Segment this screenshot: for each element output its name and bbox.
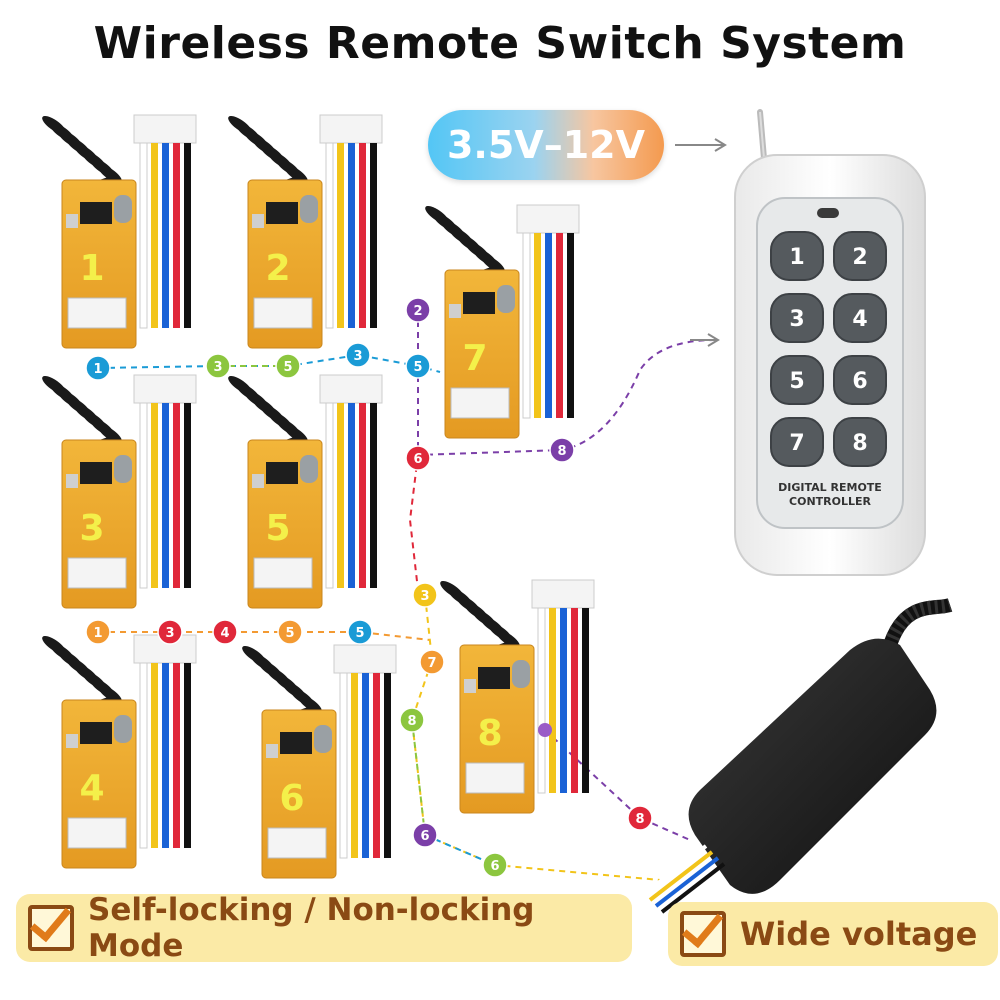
remote-key-7: 7 [770,417,824,467]
path-badge: 5 [405,353,431,379]
remote-caption-line1: DIGITAL REMOTE [778,481,882,494]
receiver-module: 5 [228,374,383,609]
remote-keypad: 1 2 3 4 5 6 7 8 [770,231,887,467]
remote-key-label: 7 [789,431,804,456]
remote-controller: 1 2 3 4 5 6 7 8 DIGITAL REMOTE CONTROLLER [734,109,926,576]
module-number: 8 [477,713,502,754]
remote-key-label: 2 [852,245,867,270]
checkbox-icon [28,905,74,951]
path-badge: 3 [345,342,371,368]
voltage-badge: 3.5V–12V [428,110,664,180]
module-number: 5 [265,508,290,549]
badge-label: 3 [213,360,222,375]
receiver-modules: 1 2 3 4 5 6 7 8 [42,114,595,879]
badge-label: 4 [220,626,229,641]
path-badge: 8 [627,805,653,831]
badge-label: 5 [285,626,294,641]
remote-key-5: 5 [770,355,824,405]
module-number: 6 [279,778,304,819]
receiver-box [642,598,953,914]
feature-voltage-label: Wide voltage [740,915,978,953]
checkbox-icon [680,911,726,957]
page-title: Wireless Remote Switch System [93,18,907,69]
path-badge: 5 [277,619,303,645]
badge-label: 2 [413,304,422,319]
badge-label: 8 [557,444,566,459]
remote-key-label: 5 [789,369,804,394]
path-badge: 3 [205,353,231,379]
module-number: 7 [462,338,487,379]
path-badge: 6 [482,852,508,878]
remote-key-label: 6 [852,369,867,394]
path-badge: 1 [85,355,111,381]
receiver-module: 6 [242,644,397,879]
feature-banner-mode: Self-locking / Non-locking Mode [16,892,632,964]
path-badge: 4 [212,619,238,645]
receiver-module: 2 [228,114,383,349]
badge-label: 1 [93,362,102,377]
receiver-module: 7 [425,204,580,439]
module-number: 4 [79,768,104,809]
receiver-module: 3 [42,374,197,609]
remote-caption-line2: CONTROLLER [789,495,871,508]
badge-label: 3 [165,626,174,641]
path-badges: 1 3 5 3 5 2 6 8 1 3 4 5 5 3 7 8 6 6 8 [85,297,653,878]
badge-label: 8 [635,812,644,827]
path-badge: 8 [549,437,575,463]
remote-key-6: 6 [833,355,887,405]
badge-label: 5 [413,360,422,375]
path-badge: 6 [412,822,438,848]
feature-mode-label: Self-locking / Non-locking Mode [88,892,535,964]
receiver-module: 8 [440,579,595,814]
badge-label: 7 [427,656,436,671]
badge-label: 5 [283,360,292,375]
path-badge: 3 [157,619,183,645]
badge-label: 1 [93,626,102,641]
path-badge: 6 [405,445,431,471]
path-badge: 5 [275,353,301,379]
path-badge: 2 [405,297,431,323]
badge-label: 8 [407,714,416,729]
path-badge: 7 [419,649,445,675]
remote-key-label: 3 [789,307,804,332]
remote-key-8: 8 [833,417,887,467]
remote-key-4: 4 [833,293,887,343]
path-badge: 5 [347,619,373,645]
remote-key-label: 1 [789,245,804,270]
badge-label: 6 [490,859,499,874]
badge-label: 3 [353,349,362,364]
badge-label: 5 [355,626,364,641]
receiver-module: 1 [42,114,197,349]
remote-key-1: 1 [770,231,824,281]
remote-key-label: 4 [852,307,867,332]
path-badge: 3 [412,582,438,608]
badge-label: 6 [413,452,422,467]
path-badge: 1 [85,619,111,645]
feature-banner-voltage: Wide voltage [668,902,998,966]
module-number: 1 [79,248,104,289]
badge-label: 6 [420,829,429,844]
path-badge: 8 [399,707,425,733]
remote-key-3: 3 [770,293,824,343]
arrow-icons [675,138,727,347]
receiver-module: 4 [42,634,197,869]
remote-key-label: 8 [852,431,867,456]
module-number: 3 [79,508,104,549]
remote-key-2: 2 [833,231,887,281]
module-number: 2 [265,248,290,289]
badge-label: 3 [420,589,429,604]
